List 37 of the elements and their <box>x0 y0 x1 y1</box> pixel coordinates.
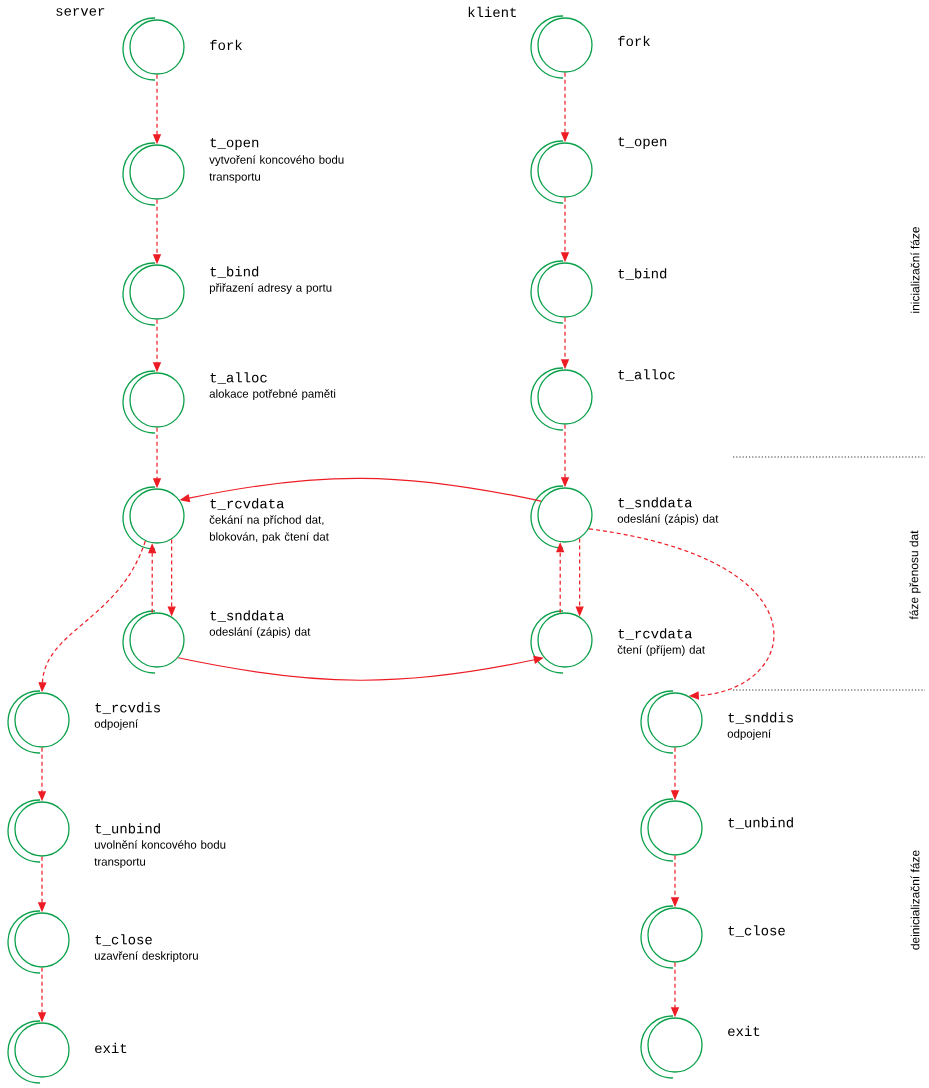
description: odpojení <box>727 729 772 740</box>
description: uzavření deskriptoru <box>94 951 198 962</box>
function-name: t_snddata <box>210 610 285 622</box>
column-heading: klient <box>468 6 516 18</box>
function-name: exit <box>95 1042 127 1054</box>
function-name: t_close <box>728 925 785 937</box>
description: uvolnění koncového bodu transportu <box>94 840 226 868</box>
function-name: t_snddata <box>618 497 693 509</box>
function-name: t_alloc <box>618 369 675 381</box>
function-name: t_unbind <box>95 823 160 835</box>
phase-label: inicializační fáze <box>910 227 920 313</box>
function-name: t_rcvdis <box>95 702 160 714</box>
column-heading: server <box>56 8 105 16</box>
phase-label: deinicializační fáze <box>910 850 920 950</box>
function-name: t_open <box>618 136 667 150</box>
function-name: t_rcvdata <box>618 628 693 640</box>
function-name: t_rcvdata <box>210 498 285 510</box>
function-name: exit <box>728 1025 760 1037</box>
description: odpojení <box>94 719 139 730</box>
function-name: t_bind <box>210 266 259 278</box>
function-name: t_open <box>210 137 259 151</box>
function-name: fork <box>618 35 650 47</box>
function-name: fork <box>210 39 242 51</box>
function-name: t_bind <box>618 268 667 280</box>
description: odeslání (zápis) dat <box>617 514 719 525</box>
phase-label: fáze přenosu dat <box>909 530 921 620</box>
function-name: t_close <box>95 934 152 946</box>
function-name: t_snddis <box>728 712 793 724</box>
description: přiřazení adresy a portu <box>209 283 332 294</box>
description: odeslání (zápis) dat <box>209 627 311 638</box>
function-name: t_alloc <box>210 372 267 384</box>
description: čekání na příchod dat, blokován, pak čtení dat <box>209 515 329 543</box>
description: vytvoření koncového bodu transportu <box>209 155 344 183</box>
arrow <box>588 528 775 700</box>
description: čtení (příjem) dat <box>617 645 705 656</box>
function-name: t_unbind <box>728 817 793 829</box>
description: alokace potřebné paměti <box>209 389 336 400</box>
